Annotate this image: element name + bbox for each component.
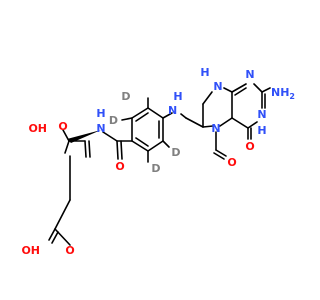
atom-label-oxygen: O xyxy=(227,156,236,169)
atom-label-deuterium: D xyxy=(151,162,160,175)
bond xyxy=(54,228,71,246)
atom-label-hydroxyl: OH xyxy=(21,244,40,257)
bond xyxy=(234,87,247,96)
bond xyxy=(88,140,91,158)
bond xyxy=(223,87,233,93)
atom-label-deuterium: D xyxy=(121,90,130,103)
atom-label-hydroxyl: OH xyxy=(28,122,47,135)
bond xyxy=(215,149,227,157)
bond xyxy=(102,131,118,142)
atom-label-deuterium: D xyxy=(109,114,118,127)
bond xyxy=(231,83,247,93)
atom-label-nitrogen: N xyxy=(168,104,177,117)
bond xyxy=(202,91,213,105)
bond xyxy=(247,121,258,129)
bond xyxy=(147,107,164,119)
bond xyxy=(131,140,149,152)
structure-drawing: OH O H N O OH O D D D D N H H N N NH2 N … xyxy=(21,66,295,257)
bond xyxy=(253,83,263,93)
atom-label-hydrogen: H xyxy=(257,124,266,137)
bond xyxy=(147,140,164,152)
bond xyxy=(213,152,225,160)
atom-label-hydrogen: H xyxy=(96,107,105,120)
molecule-canvas: OH O H N O OH O D D D D N H H N N NH2 N … xyxy=(21,66,295,257)
bond xyxy=(84,140,87,158)
bond xyxy=(135,137,149,147)
bond xyxy=(219,117,233,127)
atom-label-oxygen: O xyxy=(65,244,74,257)
atom-label-hydrogen: H xyxy=(200,66,209,79)
bond xyxy=(162,140,170,148)
bond xyxy=(54,199,71,230)
atom-label-nitrogen: N xyxy=(211,122,220,135)
atom-label-amine: NH2 xyxy=(271,86,295,101)
bond xyxy=(202,125,214,128)
bond xyxy=(185,117,204,128)
bond xyxy=(261,87,271,93)
bond xyxy=(116,140,119,160)
bond xyxy=(121,117,133,121)
atom-label-oxygen: O xyxy=(58,120,67,133)
amine-label: NH xyxy=(271,86,289,99)
bond xyxy=(51,231,59,244)
bond xyxy=(135,112,149,122)
atom-label-oxygen: O xyxy=(245,140,254,153)
atom-label-nitrogen: N xyxy=(257,108,266,121)
amine-subscript: 2 xyxy=(289,92,295,101)
atom-label-nitrogen: N xyxy=(213,80,222,93)
atom-label-nitrogen: N xyxy=(96,122,105,135)
atom-label-oxygen: O xyxy=(115,160,124,173)
bond xyxy=(48,228,56,241)
bond xyxy=(162,112,173,119)
bond xyxy=(64,140,70,154)
atom-label-nitrogen: N xyxy=(245,68,254,81)
bond xyxy=(120,140,123,160)
bond xyxy=(180,113,187,119)
bond xyxy=(231,117,249,129)
wedge-bond xyxy=(67,130,101,143)
atom-label-deuterium: D xyxy=(171,146,180,159)
bond xyxy=(131,107,149,119)
atom-label-hydrogen: H xyxy=(173,90,182,103)
